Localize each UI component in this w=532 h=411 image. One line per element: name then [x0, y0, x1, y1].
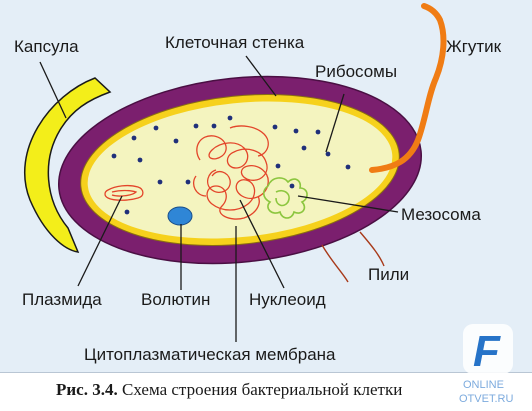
leader-lines [39, 55, 399, 342]
watermark-letter: F [473, 327, 501, 376]
leader-nucleoid [239, 199, 285, 289]
label-capsule: Капсула [14, 37, 79, 56]
bacterial-cell-diagram: Капсула Клеточная стенка Рибосомы Жгутик… [14, 3, 502, 364]
leader-mesosome [297, 195, 399, 213]
label-nucleoid: Нуклеоид [249, 290, 326, 309]
caption-bar [0, 372, 532, 411]
label-pili: Пили [368, 265, 409, 284]
volutin-shape [167, 206, 193, 226]
cytoplasm-shape [87, 101, 393, 239]
leader-plasmid [77, 195, 123, 287]
label-cell-wall: Клеточная стенка [165, 33, 305, 52]
leader-cell-wall [245, 55, 277, 97]
figure-caption: Рис. 3.4. Схема строения бактериальной к… [56, 380, 402, 400]
flagellum-shape [369, 3, 447, 173]
label-flagellum: Жгутик [446, 37, 502, 56]
capsule-shape [24, 77, 112, 253]
watermark-line2: OTVET.RU [459, 393, 513, 405]
label-plasmid: Плазмида [22, 290, 102, 309]
label-cytoplasmic-membrane: Цитоплазматическая мембрана [84, 345, 336, 364]
leader-ribosomes [325, 93, 345, 153]
mesosome-shape [262, 177, 308, 219]
label-mesosome: Мезосома [401, 205, 481, 224]
label-volutin: Волютин [141, 290, 210, 309]
ribosome-dots [111, 115, 351, 215]
figure-caption-text: Схема строения бактериальной клетки [121, 380, 403, 399]
pili-shape-2 [359, 231, 385, 267]
leader-capsule [39, 61, 67, 119]
watermark-logo: F ONLINE OTVET.RU [459, 324, 513, 405]
nucleoid-shape [192, 125, 269, 220]
watermark-line1: ONLINE [463, 379, 504, 391]
pili-shape-1 [321, 244, 349, 283]
plasmid-shape [104, 184, 144, 201]
figure-number: Рис. 3.4. [56, 380, 118, 399]
label-ribosomes: Рибосомы [315, 62, 397, 81]
